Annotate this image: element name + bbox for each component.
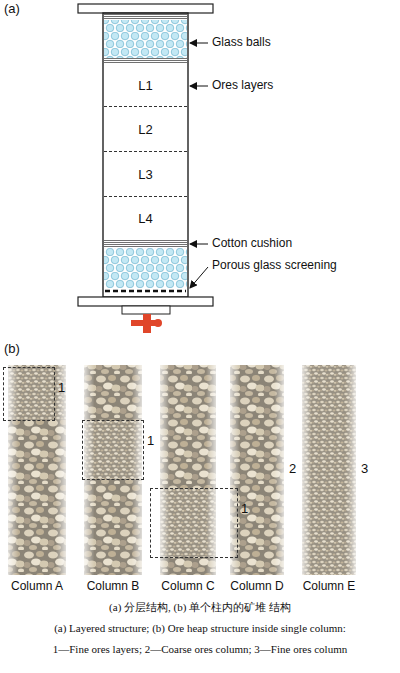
callout-number: 1: [58, 380, 65, 395]
part-label: Glass balls: [212, 36, 271, 49]
column-label: Column B: [87, 580, 140, 593]
layer-label: L4: [138, 211, 152, 226]
column-label: Column E: [303, 580, 356, 593]
layer-label: L3: [138, 167, 152, 182]
ore-layer-band: L2: [104, 107, 187, 152]
fine-ore-box: 1: [82, 420, 144, 480]
caption: (a) 分层结构, (b) 单个柱内的矿堆 结构: [109, 601, 291, 613]
part-label: Ores layers: [212, 79, 273, 92]
column-label: Column C: [161, 580, 214, 593]
fine-ore-box: 1: [150, 488, 238, 558]
callout-number: 3: [361, 462, 368, 476]
part-label: Cotton cushion: [212, 237, 292, 250]
layer-label: L2: [138, 122, 152, 137]
callout-number: 1: [241, 501, 248, 516]
panel-label: (a): [4, 2, 20, 16]
part-label: Porous glass screening: [212, 259, 337, 272]
callout-number: 2: [289, 462, 296, 476]
ore-layer-band: L1: [104, 64, 187, 107]
panel-label: (b): [4, 342, 20, 356]
fine-ore-box: 1: [3, 367, 55, 421]
ore-layer-band: L3: [104, 152, 187, 197]
caption-line: (a) Layered structure; (b) Ore heap stru…: [54, 622, 346, 634]
column-label: Column A: [11, 580, 63, 593]
ore-layer-band: L4: [104, 197, 187, 240]
callout-number: 1: [147, 433, 154, 448]
caption-line: 1—Fine ores layers; 2—Coarse ores column…: [53, 643, 348, 655]
column-label: Column D: [230, 580, 283, 593]
layer-label: L1: [138, 78, 152, 93]
